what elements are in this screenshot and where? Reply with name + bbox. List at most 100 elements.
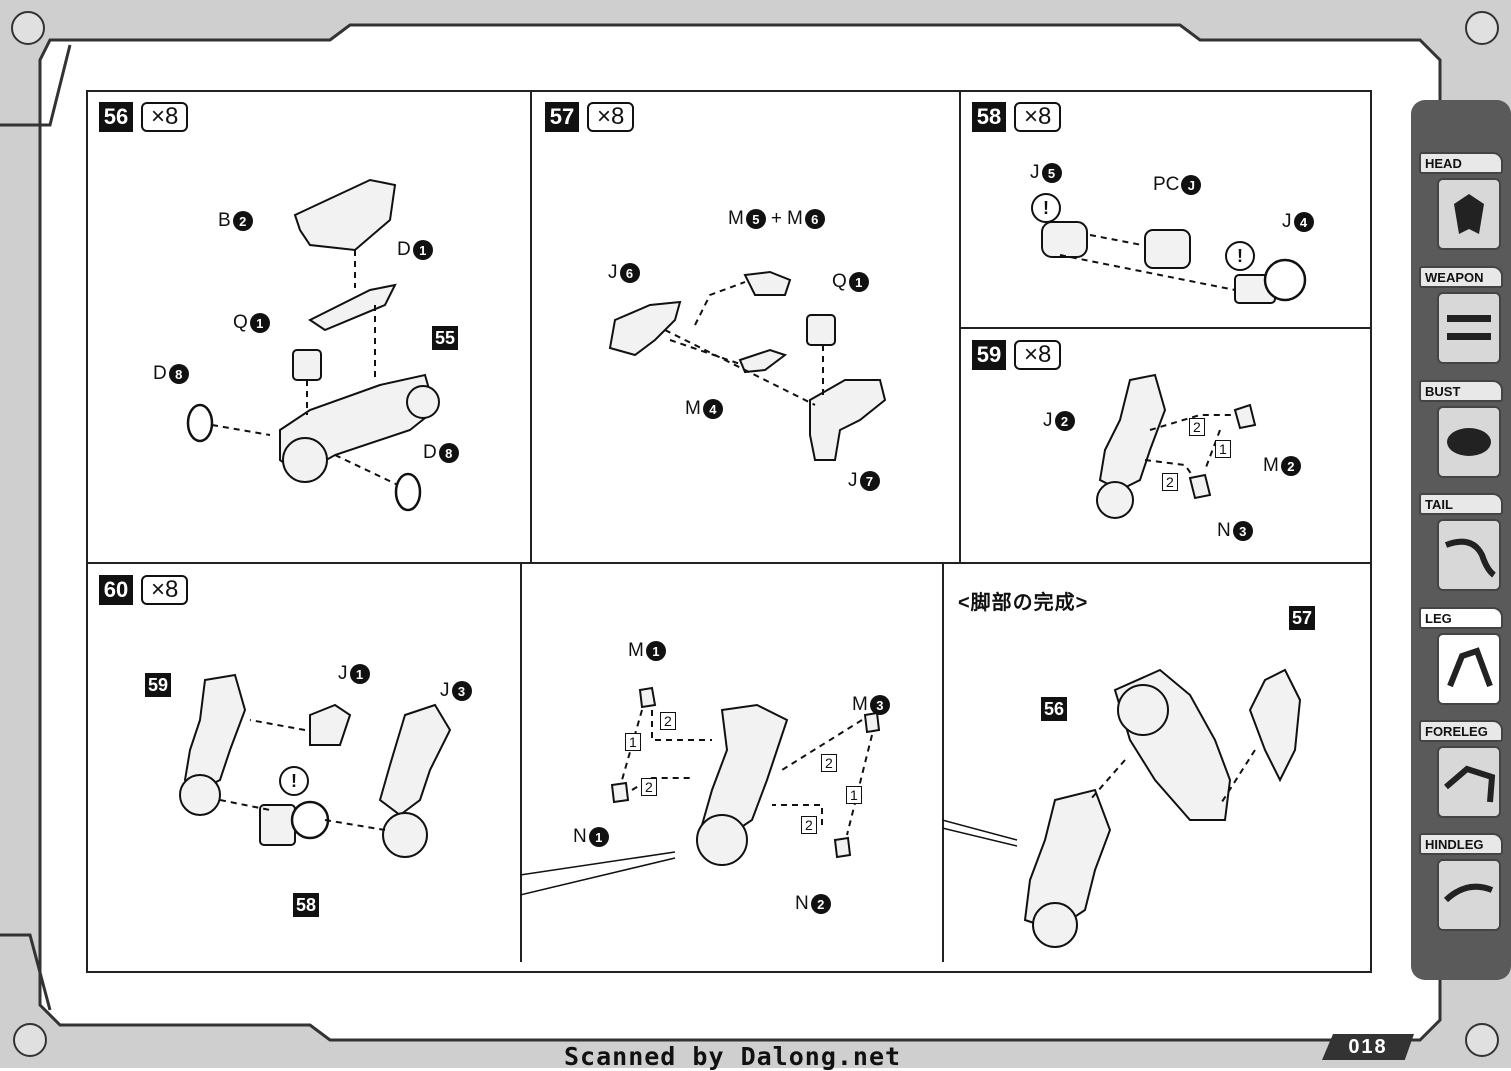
section-tabs: HEAD WEAPON BUST TAIL LEG FORELEG HINDLE… <box>1411 100 1511 980</box>
part-letter: Q <box>832 271 847 292</box>
bust-icon <box>1437 406 1501 478</box>
hindleg-icon <box>1437 859 1501 931</box>
part-m2 <box>1233 403 1257 430</box>
tab-foreleg[interactable]: FORELEG <box>1419 720 1505 828</box>
completion-diagram <box>1023 668 1302 948</box>
part-57 <box>1248 668 1302 783</box>
part-number: 5 <box>745 209 766 229</box>
completion-title: <脚部の完成> <box>958 592 1089 614</box>
step-number: 57 <box>545 102 579 132</box>
caution-icon: ! <box>279 766 309 796</box>
part-number: 4 <box>1293 212 1314 232</box>
part-letter: M <box>786 208 803 229</box>
part-number: 3 <box>1232 521 1253 541</box>
part-letter: J <box>440 680 450 701</box>
bolt-icon-br <box>1465 1023 1499 1057</box>
part-number: 2 <box>232 211 253 231</box>
tab-weapon[interactable]: WEAPON <box>1419 266 1505 374</box>
part-j5 <box>1041 221 1088 258</box>
ref-step-55: 55 <box>432 326 459 350</box>
sequence-step-2: 2 <box>1189 418 1205 436</box>
tab-label: HEAD <box>1419 152 1503 174</box>
tab-hindleg[interactable]: HINDLEG <box>1419 833 1505 941</box>
leg-icon <box>1437 633 1501 705</box>
tab-label: FORELEG <box>1419 720 1503 742</box>
tab-label: WEAPON <box>1419 266 1503 288</box>
caution-icon: ! <box>1031 193 1061 223</box>
sequence-step-2: 2 <box>660 712 676 730</box>
part-number: 1 <box>249 313 270 333</box>
part-q1 <box>806 314 836 346</box>
tab-tail[interactable]: TAIL <box>1419 493 1505 601</box>
bolt-icon-tl <box>11 11 45 45</box>
sequence-step-2: 2 <box>821 754 837 772</box>
part-number: 1 <box>848 272 869 292</box>
divider <box>959 327 1372 329</box>
part-number: 2 <box>810 894 831 914</box>
part-letter: M <box>685 398 701 419</box>
part-letter: J <box>338 663 348 684</box>
part-number: 1 <box>588 827 609 847</box>
foreleg-icon <box>1437 746 1501 818</box>
part-number: 5 <box>1041 163 1062 183</box>
part-letter: PC <box>1153 174 1180 195</box>
part-j2 <box>1098 373 1167 492</box>
head-icon <box>1437 178 1501 250</box>
part-letter: M <box>628 640 644 661</box>
step-quantity: ×8 <box>1014 340 1062 370</box>
part-number: J <box>1181 175 1202 195</box>
part-letter: Q <box>233 312 248 333</box>
part-pc-j <box>1144 229 1191 269</box>
part-letter: D <box>423 442 437 463</box>
part-number: 6 <box>619 263 640 283</box>
step-60-header: 60 ×8 <box>99 575 189 605</box>
divider <box>942 562 944 962</box>
tab-label: HINDLEG <box>1419 833 1503 855</box>
divider <box>520 562 522 962</box>
weapon-icon <box>1437 292 1501 364</box>
tab-head[interactable]: HEAD <box>1419 152 1505 260</box>
step-number: 59 <box>972 340 1006 370</box>
part-letter: N <box>1217 520 1231 541</box>
part-letter: M <box>728 208 744 229</box>
part-letter: M <box>852 694 868 715</box>
step-57-header: 57 ×8 <box>545 102 635 132</box>
part-n2 <box>833 836 852 859</box>
step-number: 56 <box>99 102 133 132</box>
ref-step-56: 56 <box>1041 697 1068 721</box>
sequence-step-1: 1 <box>846 786 862 804</box>
tab-bust[interactable]: BUST <box>1419 380 1505 488</box>
ref-step-59: 59 <box>145 673 172 697</box>
part-d1 <box>308 283 397 332</box>
step-57-diagram <box>608 270 887 461</box>
step-number: 60 <box>99 575 133 605</box>
plus-sign: + <box>770 208 782 229</box>
part-letter: M <box>1263 455 1279 476</box>
step-60-diagram <box>179 673 452 858</box>
step-56-diagram <box>186 178 440 512</box>
part-letter: D <box>397 239 411 260</box>
part-letter: N <box>573 826 587 847</box>
page-number: 018 <box>1322 1034 1414 1060</box>
callout-lines <box>942 819 1018 847</box>
tab-leg[interactable]: LEG <box>1419 607 1505 715</box>
part-m4 <box>738 348 788 374</box>
sequence-step-1: 1 <box>625 733 641 751</box>
sequence-step-2: 2 <box>1162 473 1178 491</box>
sequence-step-2: 2 <box>641 778 657 796</box>
tab-label: LEG <box>1419 607 1503 629</box>
